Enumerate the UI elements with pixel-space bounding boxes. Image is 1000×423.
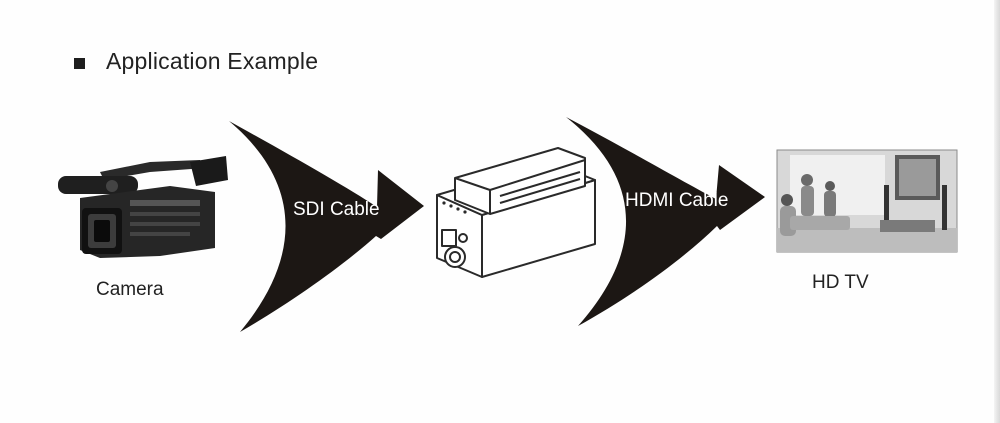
section-heading: Application Example [74, 48, 318, 75]
camera-label: Camera [96, 279, 164, 300]
hdmi-cable-label: HDMI Cable [625, 190, 729, 211]
sdi-cable-label: SDI Cable [293, 199, 380, 220]
square-bullet-icon [74, 58, 85, 69]
converter-box-icon [436, 147, 596, 278]
hdtv-label: HD TV [812, 272, 869, 293]
camcorder-icon [58, 156, 228, 258]
sdi-cable-arrow [229, 121, 424, 332]
hdmi-cable-arrow [566, 117, 765, 326]
hdtv-photo-icon [776, 149, 958, 253]
page-edge-shadow [994, 0, 1000, 423]
heading-title: Application Example [106, 48, 319, 74]
